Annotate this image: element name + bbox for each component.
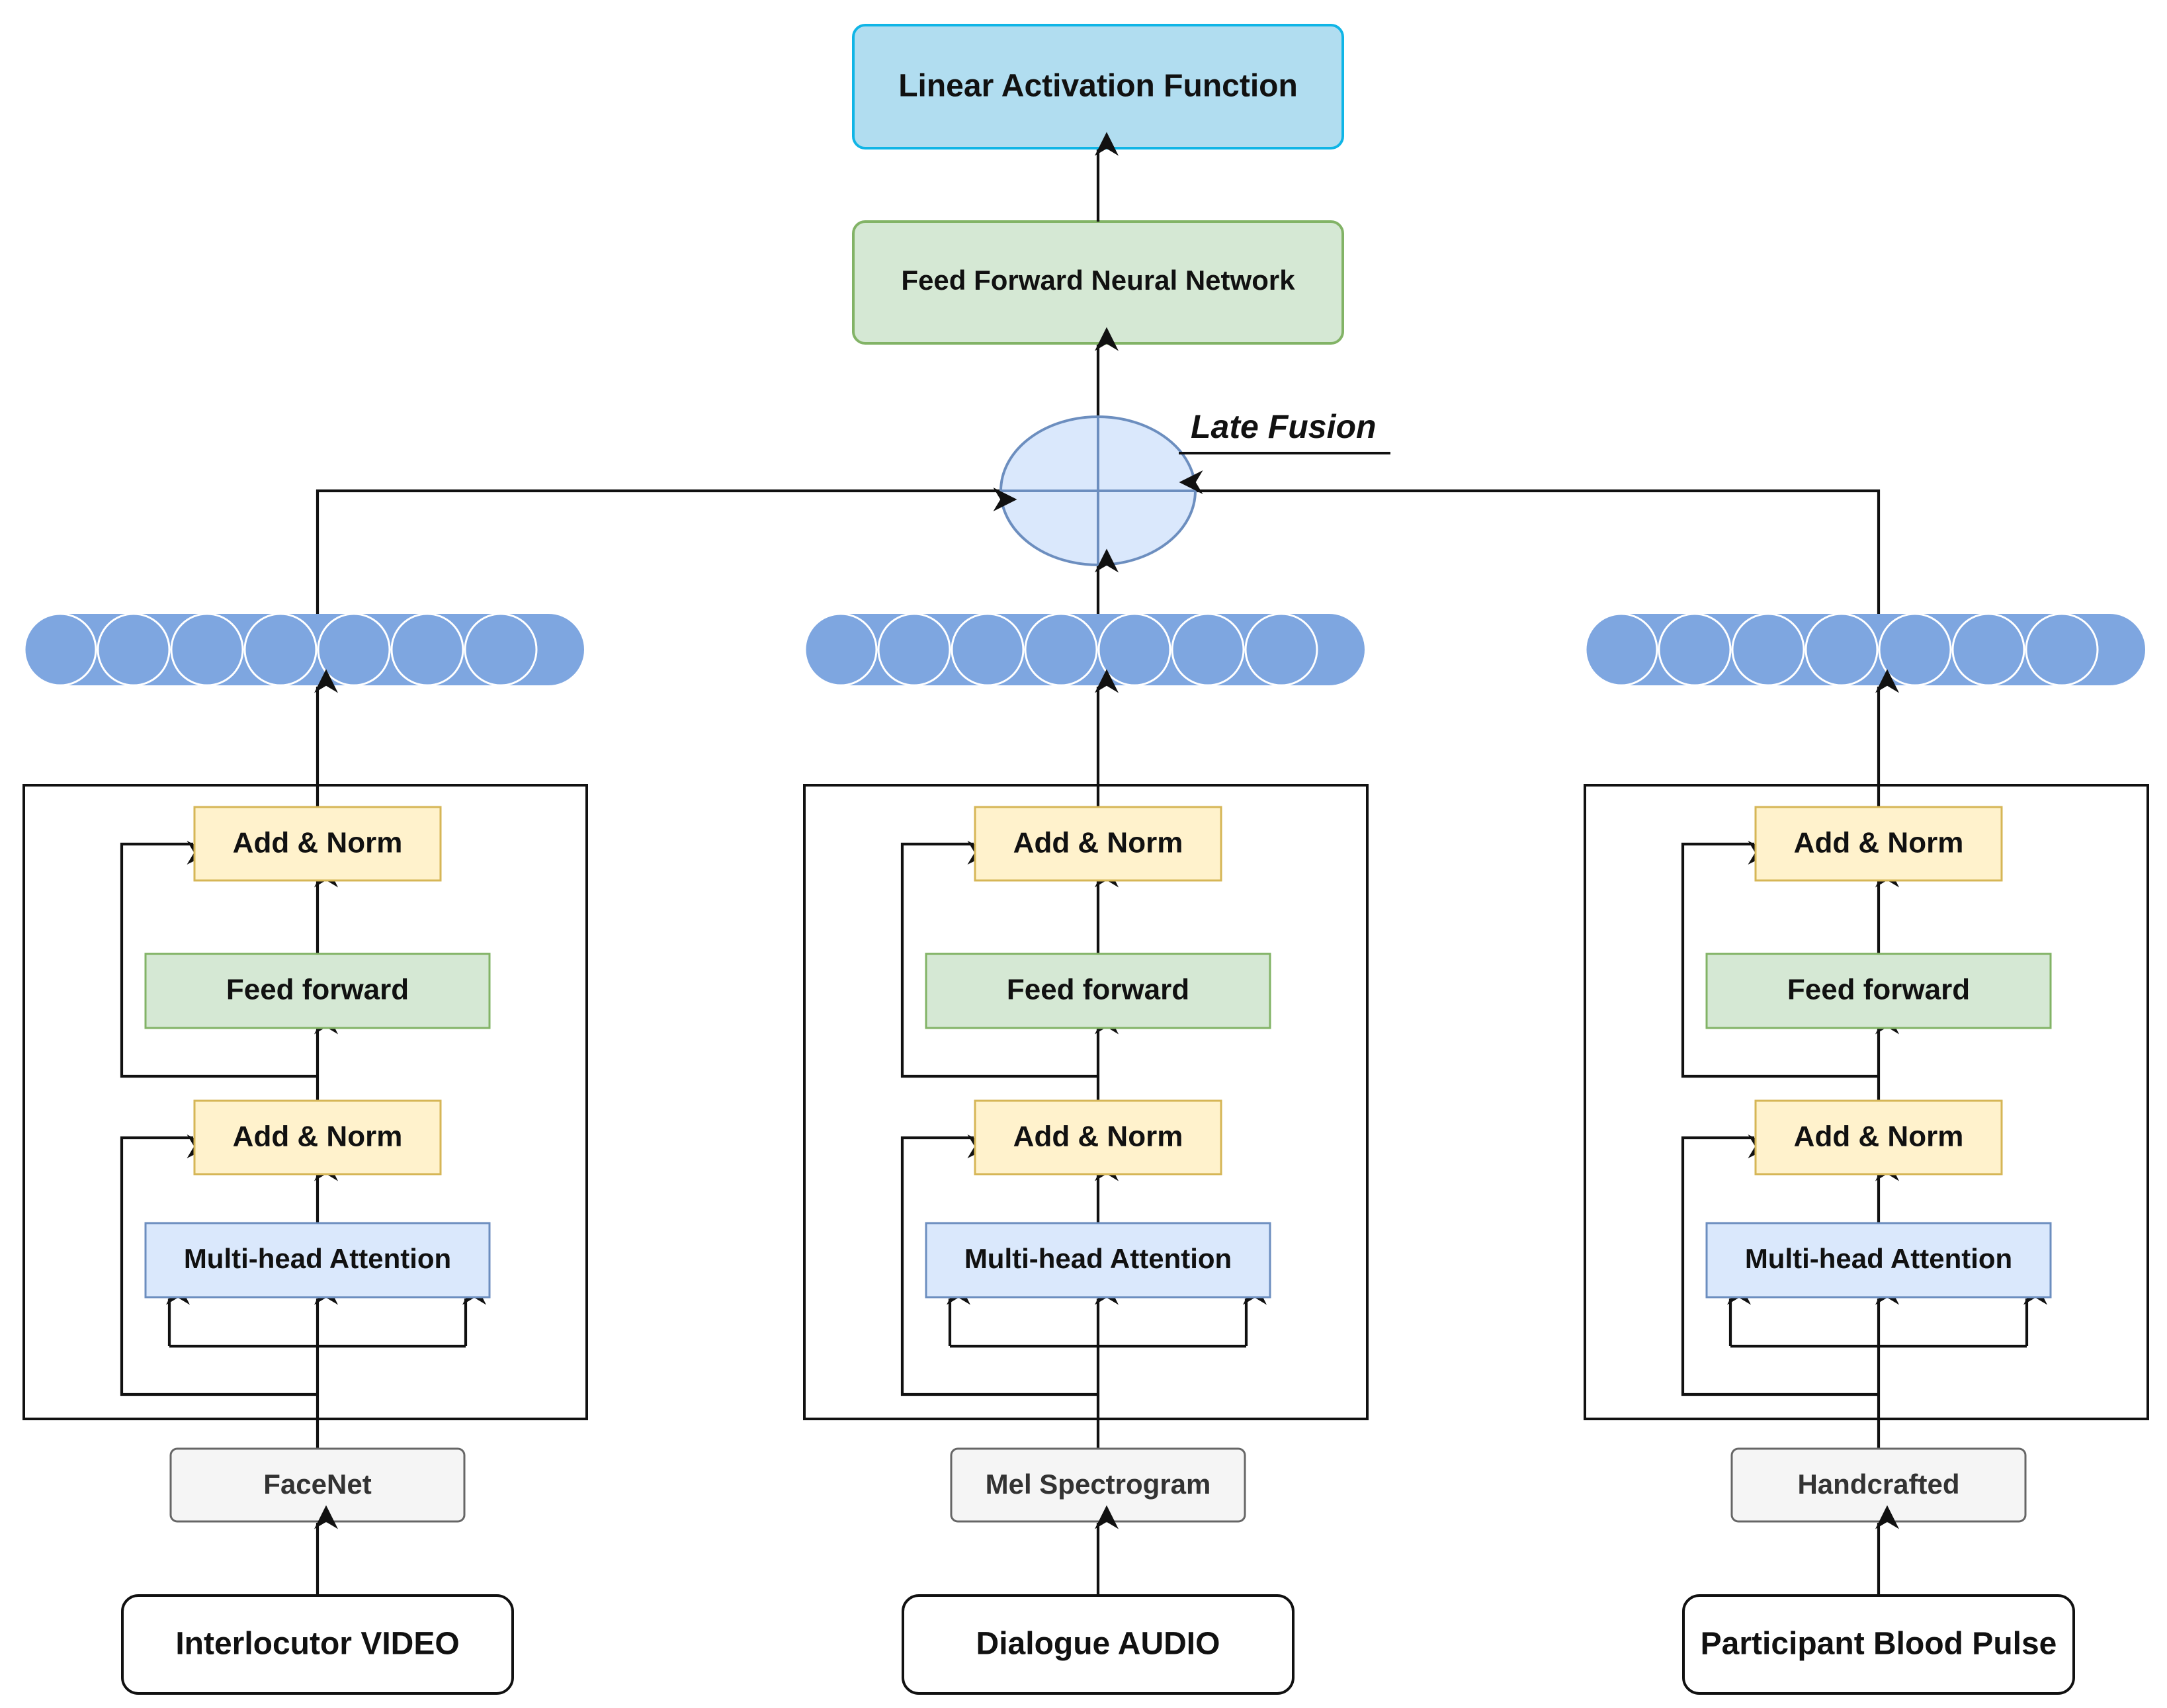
multi-head-attention-label: Multi-head Attention: [1745, 1243, 2012, 1274]
add-norm-bottom: Add & Norm: [1754, 1099, 2003, 1175]
ffnn-label: Feed Forward Neural Network: [901, 265, 1295, 296]
input-source: Dialogue AUDIO: [902, 1594, 1295, 1695]
input-source-label: Participant Blood Pulse: [1701, 1627, 2057, 1662]
input-source-box: [902, 1594, 1295, 1695]
embedding-node: [1805, 613, 1879, 687]
add-norm-bottom-box: [193, 1099, 442, 1175]
add-norm-bottom: Add & Norm: [974, 1099, 1222, 1175]
feature-extractor: Mel Spectrogram: [950, 1447, 1246, 1523]
output-label: Linear Activation Function: [898, 69, 1298, 104]
feature-extractor-label: Mel Spectrogram: [986, 1469, 1211, 1500]
input-source: Interlocutor VIDEO: [121, 1594, 514, 1695]
add-norm-top: Add & Norm: [974, 806, 1222, 882]
embedding-node: [390, 613, 464, 687]
edge-residual-upper: [900, 841, 1098, 1078]
embedding-node: [804, 613, 878, 687]
embedding-node: [1244, 613, 1318, 687]
encoder-branch-video: Add & Norm Feed forward Add & Norm Multi…: [22, 613, 588, 1695]
encoder-branch-audio: Add & Norm Feed forward Add & Norm Multi…: [803, 613, 1369, 1695]
embedding-node: [243, 613, 318, 687]
feature-extractor-label: FaceNet: [263, 1469, 371, 1500]
add-norm-bottom-label: Add & Norm: [1013, 1121, 1183, 1153]
add-norm-top: Add & Norm: [1754, 806, 2003, 882]
edge-residual-upper: [1681, 841, 1879, 1078]
feed-forward-box: [1705, 953, 2052, 1029]
feature-extractor-label: Handcrafted: [1797, 1469, 1959, 1500]
embedding-node: [1097, 613, 1171, 687]
add-norm-top-label: Add & Norm: [1013, 827, 1183, 859]
input-source-box: [1682, 1594, 2075, 1695]
input-source: Participant Blood Pulse: [1682, 1594, 2075, 1695]
multi-head-attention-label: Multi-head Attention: [964, 1243, 1232, 1274]
embedding-vector: [23, 613, 584, 687]
embedding-node: [23, 613, 97, 687]
embedding-nodes: [23, 613, 538, 687]
add-norm-bottom-label: Add & Norm: [1794, 1121, 1964, 1153]
embedding-node: [1584, 613, 1658, 687]
embedding-node: [1951, 613, 2025, 687]
edge-video-to-fusion: [316, 488, 1017, 614]
multi-head-attention-box: [144, 1222, 491, 1299]
feed-forward: Feed forward: [925, 953, 1271, 1029]
add-norm-top-label: Add & Norm: [1794, 827, 1964, 859]
edge-residual-lower: [900, 1134, 1098, 1396]
embedding-node: [2025, 613, 2099, 687]
add-norm-bottom: Add & Norm: [193, 1099, 442, 1175]
feed-forward: Feed forward: [144, 953, 491, 1029]
fusion-node: [999, 415, 1197, 566]
multi-head-attention-label: Multi-head Attention: [184, 1243, 451, 1274]
multi-head-attention-box: [925, 1222, 1271, 1299]
embedding-node: [170, 613, 244, 687]
add-norm-top-box: [974, 806, 1222, 882]
embedding-node: [1731, 613, 1805, 687]
feed-forward-label: Feed forward: [1007, 974, 1189, 1006]
embedding-node: [464, 613, 538, 687]
embedding-node: [1878, 613, 1952, 687]
add-norm-bottom-box: [1754, 1099, 2003, 1175]
edge-pulse-to-fusion: [1179, 470, 1881, 614]
output-node: Linear Activation Function: [852, 24, 1344, 149]
ffnn-node: Feed Forward Neural Network: [852, 220, 1344, 345]
embedding-nodes: [1584, 613, 2099, 687]
embedding-node: [317, 613, 391, 687]
embedding-nodes: [804, 613, 1318, 687]
add-norm-bottom-label: Add & Norm: [233, 1121, 403, 1153]
add-norm-top-box: [1754, 806, 2003, 882]
embedding-node: [1024, 613, 1098, 687]
edge-residual-upper: [120, 841, 318, 1078]
feed-forward-label: Feed forward: [226, 974, 409, 1006]
embedding-node: [97, 613, 171, 687]
feed-forward: Feed forward: [1705, 953, 2052, 1029]
multi-head-attention-box: [1705, 1222, 2052, 1299]
feed-forward-label: Feed forward: [1787, 974, 1970, 1006]
add-norm-top-label: Add & Norm: [233, 827, 403, 859]
add-norm-top-box: [193, 806, 442, 882]
feature-extractor: Handcrafted: [1730, 1447, 2027, 1523]
add-norm-bottom-box: [974, 1099, 1222, 1175]
feed-forward-box: [925, 953, 1271, 1029]
feature-extractor: FaceNet: [169, 1447, 466, 1523]
embedding-node: [1171, 613, 1245, 687]
input-source-box: [121, 1594, 514, 1695]
add-norm-top: Add & Norm: [193, 806, 442, 882]
edge-residual-lower: [1681, 1134, 1879, 1396]
feed-forward-box: [144, 953, 491, 1029]
multi-head-attention: Multi-head Attention: [1705, 1222, 2052, 1299]
encoder-branch-pulse: Add & Norm Feed forward Add & Norm Multi…: [1584, 613, 2149, 1695]
embedding-node: [951, 613, 1025, 687]
multi-head-attention: Multi-head Attention: [144, 1222, 491, 1299]
fusion-label: Late Fusion: [1191, 408, 1377, 445]
edge-residual-lower: [120, 1134, 318, 1396]
embedding-vector: [1584, 613, 2145, 687]
embedding-vector: [804, 613, 1365, 687]
input-source-label: Interlocutor VIDEO: [175, 1627, 459, 1662]
embedding-node: [877, 613, 951, 687]
embedding-node: [1658, 613, 1732, 687]
input-source-label: Dialogue AUDIO: [976, 1627, 1220, 1662]
multi-head-attention: Multi-head Attention: [925, 1222, 1271, 1299]
